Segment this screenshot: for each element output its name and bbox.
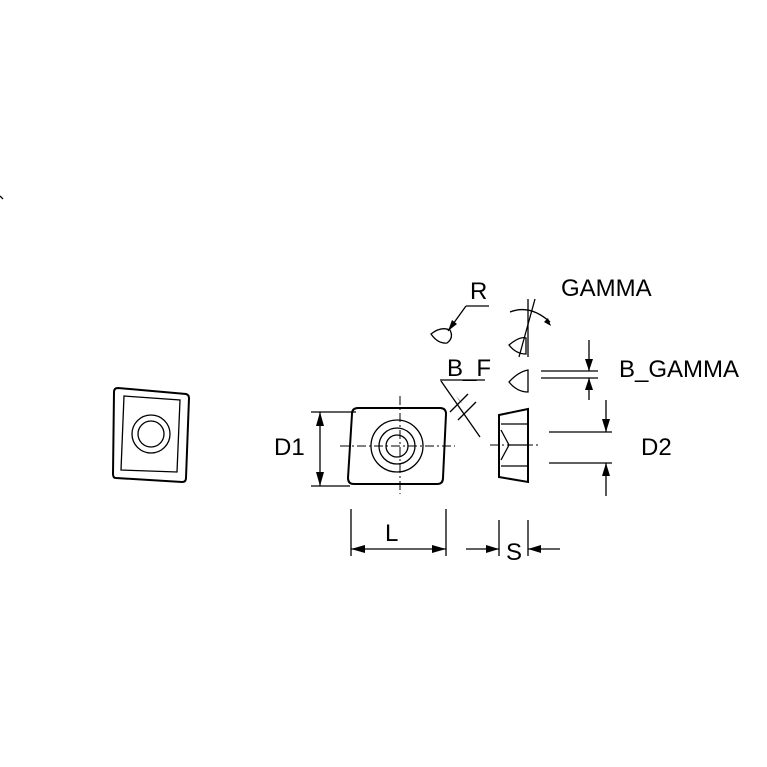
label-r: R (470, 278, 487, 305)
insert-thumbnail (111, 386, 191, 484)
dimension-l (350, 509, 447, 556)
dimension-d2 (549, 400, 612, 496)
label-l: L (385, 520, 398, 547)
bgamma-callout (508, 340, 598, 400)
label-d2: D2 (641, 434, 672, 461)
label-b-gamma: B_GAMMA (619, 356, 739, 383)
bgamma-wedge-shape (508, 369, 529, 393)
dimension-d1 (311, 411, 356, 487)
gamma-detail (508, 298, 551, 358)
bf-callout (440, 379, 485, 438)
label-b-f: B_F (447, 355, 491, 382)
thumbnail-inner-circle (137, 420, 165, 448)
label-d1: D1 (274, 434, 305, 461)
insert-side-view (490, 407, 540, 484)
label-s: S (506, 539, 522, 566)
label-gamma: GAMMA (561, 275, 652, 302)
stray-mark (0, 195, 4, 200)
gamma-wedge-shape (508, 337, 527, 355)
dimension-s (466, 520, 560, 556)
radius-detail-shape (430, 328, 453, 344)
radius-callout (430, 305, 489, 344)
insert-top-view (340, 396, 455, 494)
thumbnail-outer-circle (131, 414, 171, 454)
